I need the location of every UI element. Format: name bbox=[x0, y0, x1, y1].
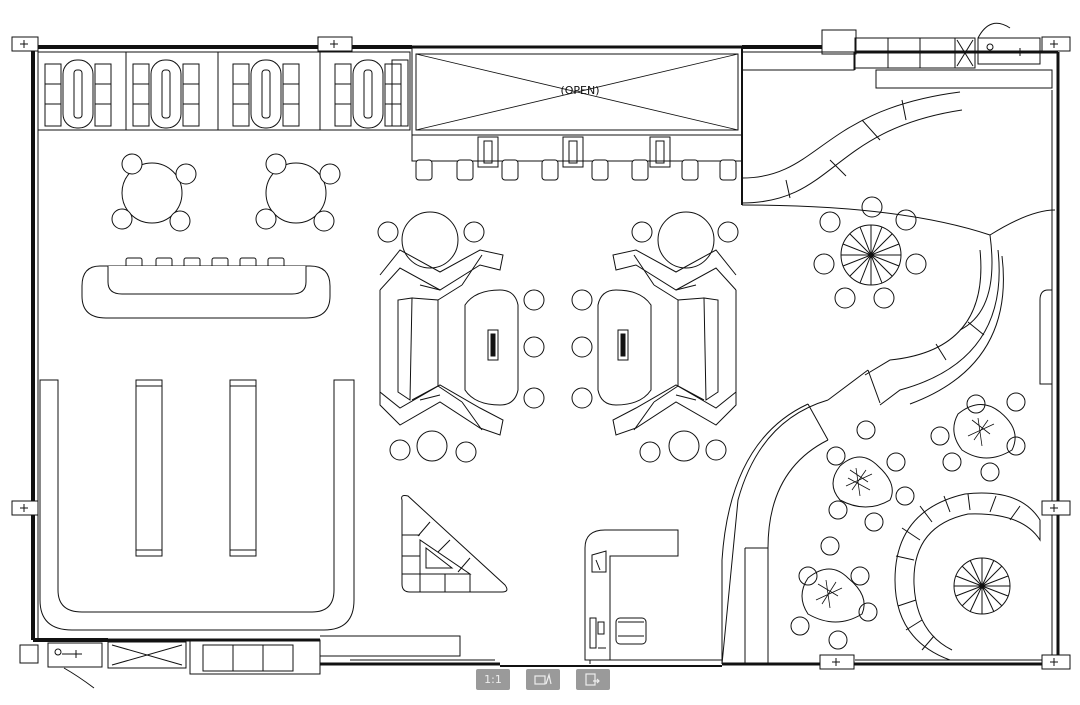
export-button[interactable] bbox=[576, 669, 610, 690]
round-tables-left bbox=[111, 153, 341, 232]
bar-counter bbox=[81, 257, 331, 319]
top-right-counter bbox=[741, 22, 1053, 205]
service-counter bbox=[584, 529, 679, 661]
curved-banquette-top bbox=[741, 91, 963, 204]
planter-table-1 bbox=[826, 420, 915, 532]
column-markers bbox=[11, 36, 1071, 670]
bar-stools bbox=[415, 159, 737, 181]
lounge-left bbox=[377, 211, 545, 463]
u-banquette bbox=[39, 379, 355, 631]
booth-seating-top bbox=[37, 51, 411, 131]
round-table-umbrella-top bbox=[813, 196, 927, 309]
outer-walls bbox=[31, 45, 1060, 667]
bottom-left-utility bbox=[47, 639, 321, 689]
triangle-seating bbox=[401, 495, 508, 593]
planter-table-3 bbox=[790, 536, 878, 650]
zoom-actual-size-button[interactable]: 1:1 bbox=[476, 669, 510, 690]
open-kitchen bbox=[411, 46, 743, 168]
round-banquette bbox=[894, 492, 1041, 661]
lounge-right bbox=[571, 211, 739, 463]
fit-view-icon bbox=[534, 672, 552, 685]
zoom-label: 1:1 bbox=[484, 673, 502, 686]
view-toolbar: 1:1 bbox=[476, 669, 610, 691]
fit-view-button[interactable] bbox=[526, 669, 560, 690]
planter-table-2 bbox=[930, 392, 1026, 482]
curved-partition bbox=[721, 204, 1056, 665]
export-icon bbox=[585, 672, 600, 686]
open-kitchen-label: (OPEN) bbox=[560, 84, 599, 97]
